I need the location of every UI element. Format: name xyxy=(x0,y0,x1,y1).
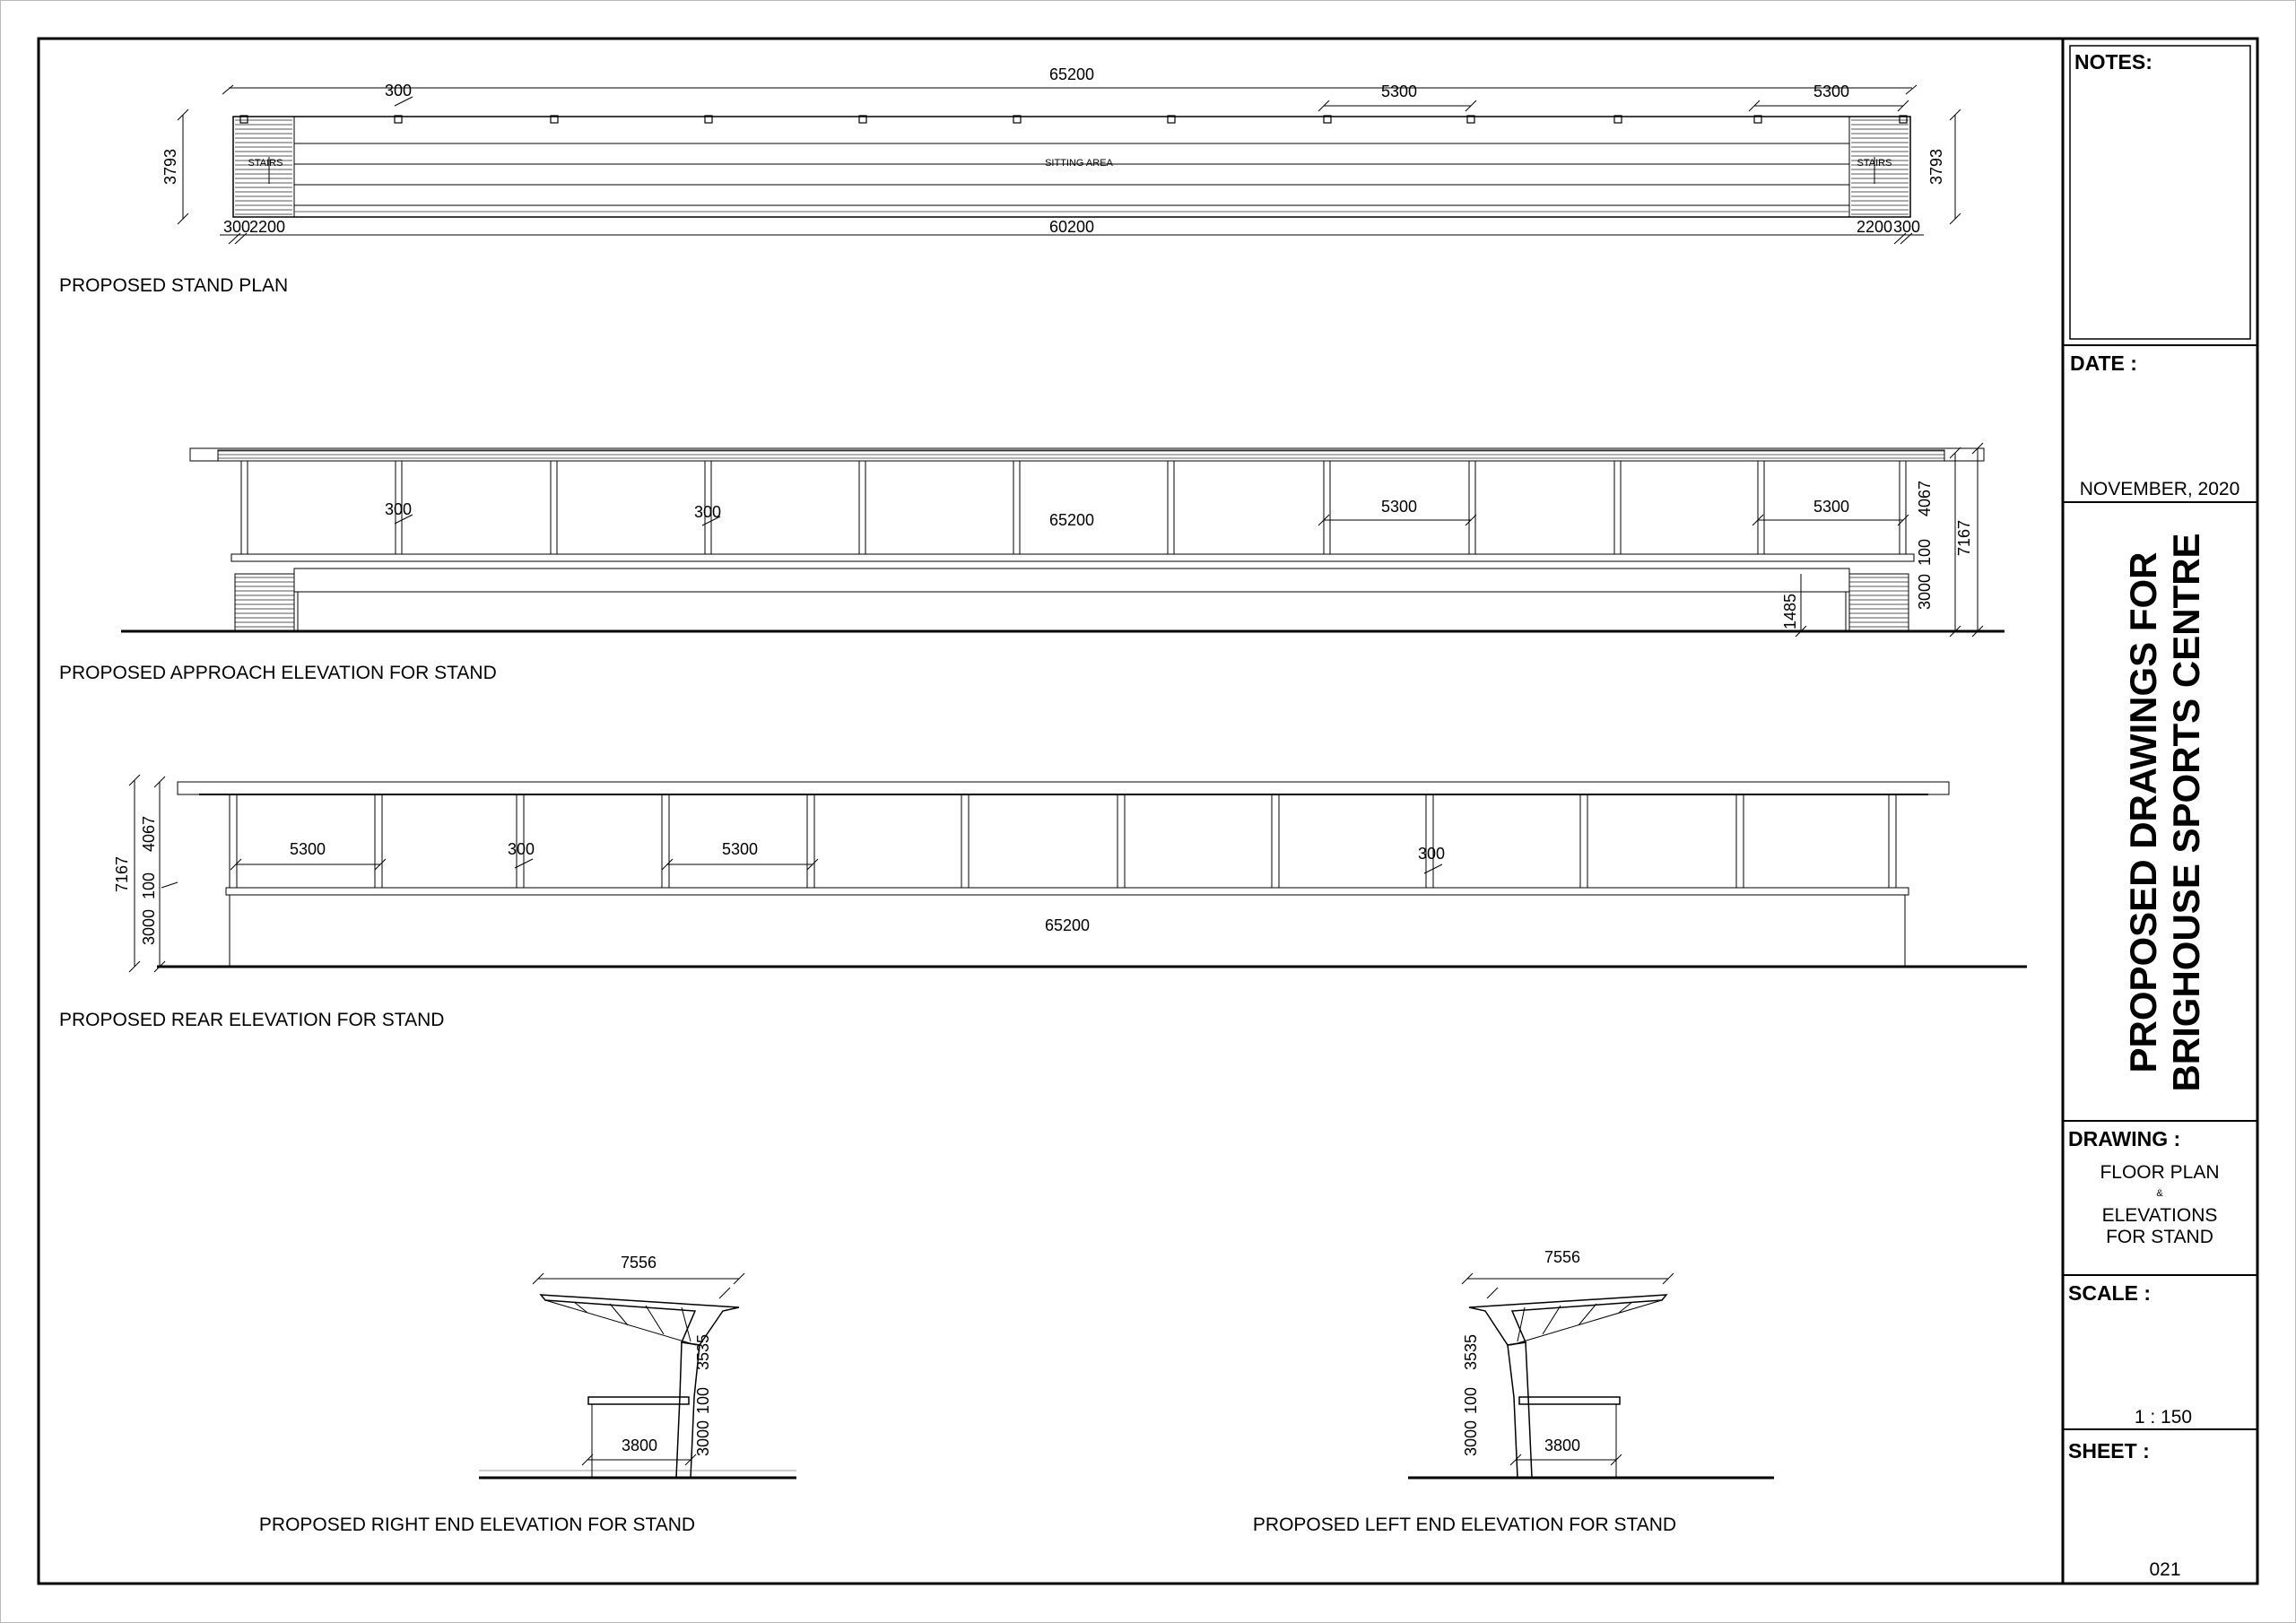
plan-sitting-area-label: SITTING AREA xyxy=(1045,158,1113,169)
drawing-line1: FLOOR PLAN xyxy=(2100,1162,2219,1183)
plan-stair-left-a-dim: 300 xyxy=(223,218,250,236)
left-end-truss xyxy=(1468,1294,1668,1346)
rear-slab-dim: 100 xyxy=(140,872,158,899)
approach-roof-sheet xyxy=(217,449,1945,462)
sheet-label: SHEET : xyxy=(2068,1439,2150,1462)
approach-gap-b-dim: 300 xyxy=(694,503,721,521)
left-end-elevation xyxy=(1408,1272,1774,1480)
scale-label: SCALE : xyxy=(2068,1281,2151,1305)
plan-bay-a-dim: 5300 xyxy=(1381,82,1417,100)
right-end-elevation xyxy=(479,1272,796,1480)
right-end-slab-dim: 100 xyxy=(694,1387,712,1414)
plan-end-gap-dim: 300 xyxy=(385,82,412,100)
rear-roof xyxy=(177,781,1950,795)
stand-plan xyxy=(177,84,1961,245)
plan-outline xyxy=(232,116,1911,218)
rear-caption: PROPOSED REAR ELEVATION FOR STAND xyxy=(59,1010,444,1030)
left-end-seat xyxy=(1518,1396,1621,1405)
left-end-column xyxy=(1507,1341,1533,1479)
notes-label: NOTES: xyxy=(2074,50,2152,74)
right-end-caption: PROPOSED RIGHT END ELEVATION FOR STAND xyxy=(259,1515,695,1535)
approach-gap-a-dim: 300 xyxy=(385,500,412,518)
plan-depth-left-dim: 3793 xyxy=(161,149,179,185)
right-end-roof-h-dim: 3535 xyxy=(694,1334,712,1370)
left-end-seat-dim: 3800 xyxy=(1544,1436,1580,1454)
left-end-width-dim: 7556 xyxy=(1544,1248,1580,1266)
project-title-line1: PROPOSED DRAWINGS FOR xyxy=(2122,551,2164,1072)
rear-elevation xyxy=(128,774,2027,973)
rear-roof-h-dim: 4067 xyxy=(140,816,158,852)
drawing-line3: ELEVATIONS xyxy=(2102,1205,2218,1226)
notes-box xyxy=(2069,45,2251,340)
plan-caption: PROPOSED STAND PLAN xyxy=(59,275,288,296)
rear-bay-b-dim: 5300 xyxy=(722,840,758,858)
approach-slab xyxy=(230,553,1915,562)
right-end-width-dim: 7556 xyxy=(621,1254,657,1271)
rear-bay-a-dim: 5300 xyxy=(290,840,326,858)
drawing-border xyxy=(37,37,2259,1585)
approach-stair-left xyxy=(234,573,295,632)
right-end-base-h-dim: 3000 xyxy=(694,1420,712,1456)
rear-base-h-dim: 3000 xyxy=(140,909,158,945)
plan-stair-right-b-dim: 300 xyxy=(1893,218,1920,236)
plan-stair-right-a-dim: 2200 xyxy=(1857,218,1892,236)
rear-total-h-dim: 7167 xyxy=(113,856,131,892)
rear-slab xyxy=(225,887,1909,896)
project-title-line2: BRIGHOUSE SPORTS CENTRE xyxy=(2165,533,2207,1091)
plan-depth-right-dim: 3793 xyxy=(1927,149,1945,185)
left-end-slab-dim: 100 xyxy=(1462,1387,1480,1414)
plan-stairs-left-label: STAIRS xyxy=(248,158,283,169)
approach-roof-h-dim: 4067 xyxy=(1916,481,1934,516)
plan-inner-dim: 60200 xyxy=(1049,218,1094,236)
approach-seating-rail xyxy=(293,568,1850,593)
plan-stairs-right-label: STAIRS xyxy=(1857,158,1892,169)
approach-seat-h-dim: 1485 xyxy=(1781,594,1799,629)
drawing-label: DRAWING : xyxy=(2068,1127,2180,1150)
approach-caption: PROPOSED APPROACH ELEVATION FOR STAND xyxy=(59,663,497,683)
date-label: DATE : xyxy=(2070,352,2137,375)
rear-columns xyxy=(229,794,1897,889)
approach-base-h-dim: 3000 xyxy=(1916,574,1934,610)
date-value: NOVEMBER, 2020 xyxy=(2080,479,2240,499)
left-end-roof-h-dim: 3535 xyxy=(1462,1334,1480,1370)
plan-columns xyxy=(239,115,1908,124)
approach-bay-a-dim: 5300 xyxy=(1381,498,1417,516)
right-end-seat-dim: 3800 xyxy=(622,1436,657,1454)
drawing-line2: & xyxy=(2156,1188,2163,1199)
left-end-base-h-dim: 3000 xyxy=(1462,1420,1480,1456)
plan-overall-dim: 65200 xyxy=(1049,65,1094,83)
approach-elevation xyxy=(121,442,2005,638)
approach-stair-right xyxy=(1848,573,1909,632)
plan-stair-left xyxy=(235,118,292,215)
sheet-value: 021 xyxy=(2149,1559,2180,1580)
approach-columns xyxy=(240,460,1907,555)
plan-stair-right xyxy=(1851,118,1909,215)
left-end-caption: PROPOSED LEFT END ELEVATION FOR STAND xyxy=(1253,1515,1676,1535)
rear-gap-b-dim: 300 xyxy=(1418,845,1445,863)
drawing-line4: FOR STAND xyxy=(2106,1227,2213,1247)
plan-stair-left-b-dim: 2200 xyxy=(249,218,285,236)
title-block xyxy=(2063,45,2257,1430)
rear-gap-a-dim: 300 xyxy=(508,840,535,858)
approach-slab-dim: 100 xyxy=(1916,539,1934,566)
approach-overall-dim: 65200 xyxy=(1049,511,1094,529)
scale-value: 1 : 150 xyxy=(2135,1407,2192,1428)
rear-overall-dim: 65200 xyxy=(1045,916,1090,934)
right-end-seat xyxy=(587,1396,690,1405)
project-title: PROPOSED DRAWINGS FOR BRIGHOUSE SPORTS C… xyxy=(2122,533,2207,1091)
approach-bay-b-dim: 5300 xyxy=(1813,498,1849,516)
plan-bay-b-dim: 5300 xyxy=(1813,82,1849,100)
approach-total-h-dim: 7167 xyxy=(1955,520,1973,556)
